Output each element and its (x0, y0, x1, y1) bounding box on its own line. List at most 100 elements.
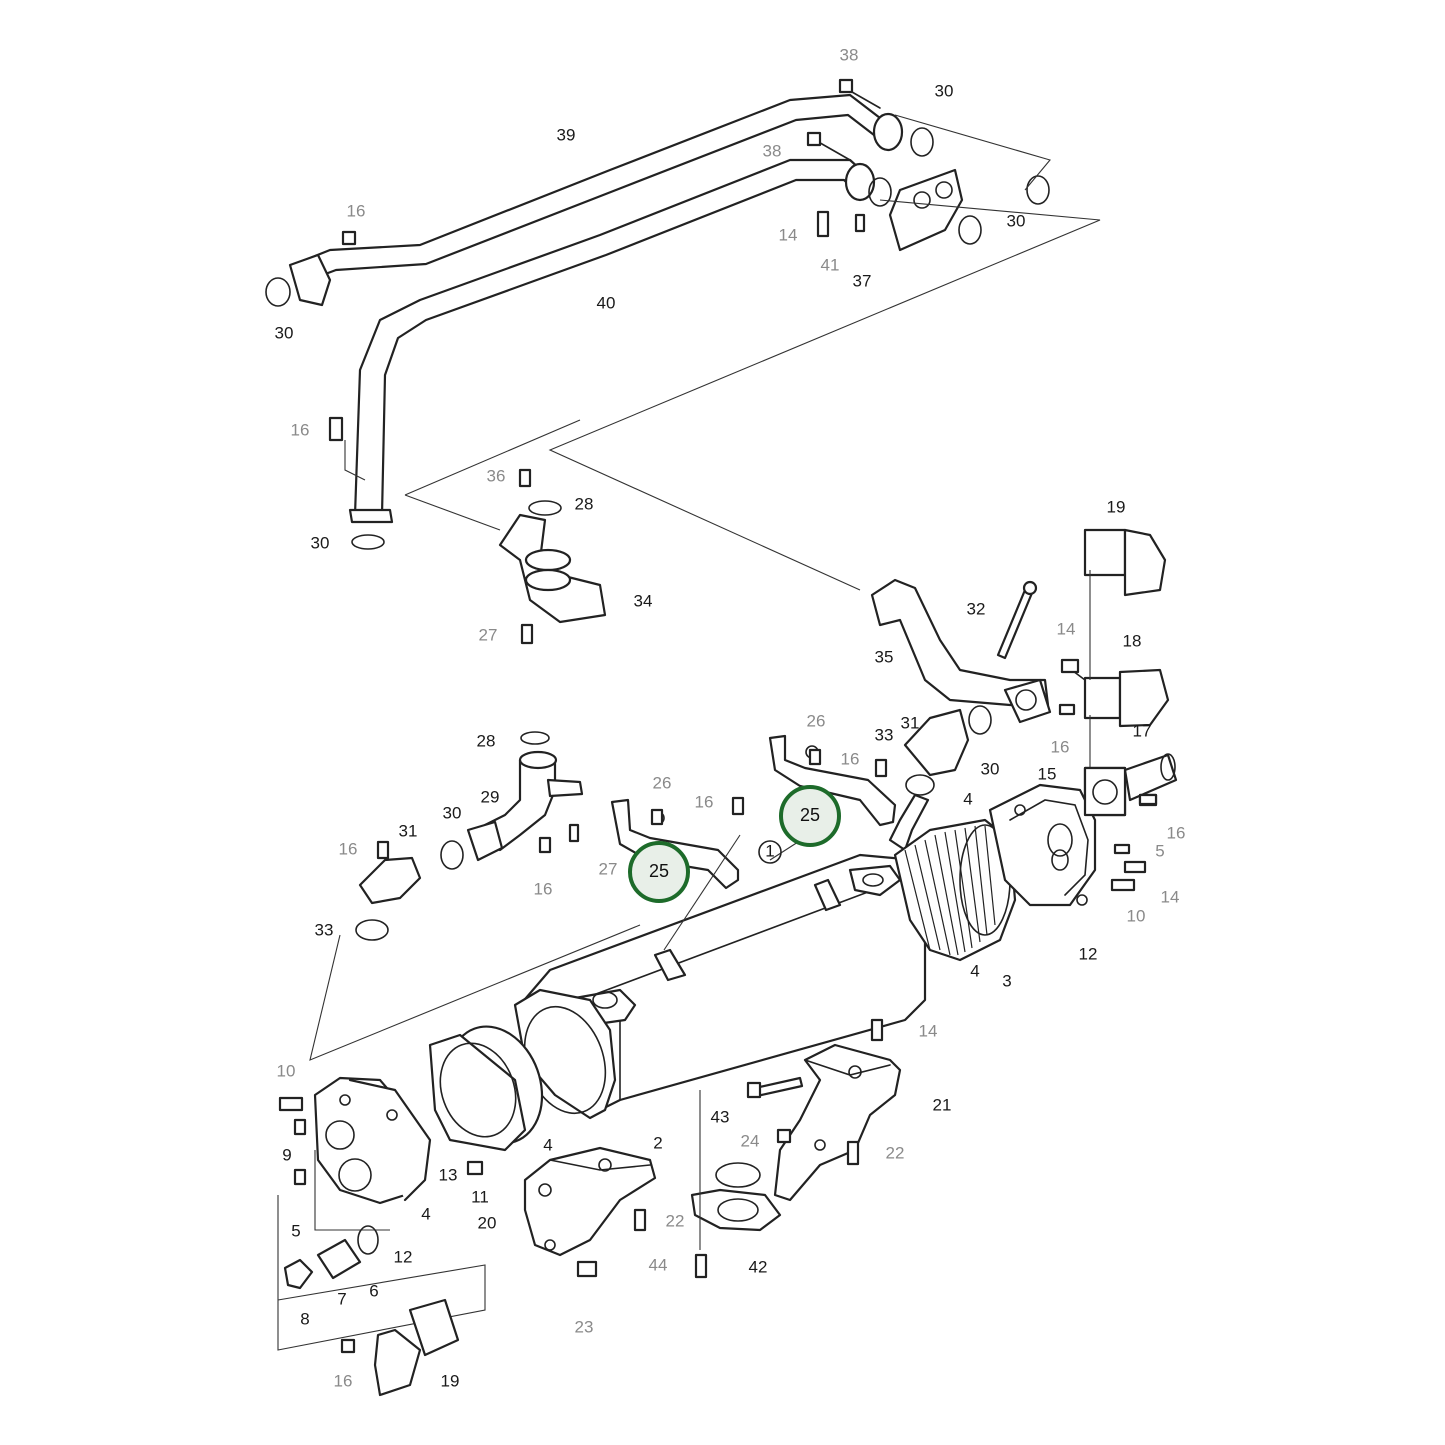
ring-13 (428, 1033, 527, 1152)
callout-label: 18 (1123, 631, 1142, 650)
callout-label: 4 (543, 1135, 552, 1154)
callout-label: 30 (1007, 211, 1026, 230)
flange-31-right (903, 708, 970, 796)
callout-label: 12 (394, 1247, 413, 1266)
callout-label: 40 (597, 293, 616, 312)
callout-label: 14 (1057, 619, 1076, 638)
callout-circle (758, 840, 782, 864)
sleeve-7 (316, 1238, 362, 1280)
callout-label: 15 (1038, 764, 1057, 783)
callout-label: 2 (653, 1133, 662, 1152)
callout-label: 16 (1051, 737, 1070, 756)
elbow-19-bottom (340, 1298, 460, 1397)
callout-label: 5 (1155, 841, 1164, 860)
callout-label: 23 (575, 1317, 594, 1336)
highlight-label: 25 (649, 861, 669, 881)
callout-label: 30 (935, 81, 954, 100)
callout-label: 10 (277, 1061, 296, 1080)
callout-label: 4 (963, 789, 972, 808)
callout-label: 35 (875, 647, 894, 666)
highlight-ring (779, 785, 841, 847)
support-21 (746, 1043, 902, 1202)
highlight-label: 25 (800, 805, 820, 825)
callout-label: 14 (919, 1021, 938, 1040)
callout-label: 20 (478, 1213, 497, 1232)
callout-label: 6 (369, 1281, 378, 1300)
highlight-ring (628, 841, 690, 903)
callout-label: 13 (439, 1165, 458, 1184)
cooler-body (518, 853, 927, 1112)
flange-40-bottom (348, 508, 394, 550)
callout-label: 32 (967, 599, 986, 618)
callout-label: 26 (653, 773, 672, 792)
callout-label: 16 (334, 1371, 353, 1390)
callout-label: 22 (886, 1143, 905, 1162)
pipe-40 (353, 158, 872, 517)
bolt-16-mid (538, 758, 888, 854)
callout-label: 19 (1107, 497, 1126, 516)
callout-label: 19 (441, 1371, 460, 1390)
tube-bundle (893, 818, 1017, 962)
callout-label: 29 (481, 787, 500, 806)
bolt-38-mid (806, 131, 851, 161)
bolt-14-top (816, 210, 830, 238)
callout-label: 38 (840, 45, 859, 64)
elbow-34 (498, 468, 607, 645)
callout-label: 7 (337, 1289, 346, 1308)
callout-label: 16 (1167, 823, 1186, 842)
callout-label: 16 (339, 839, 358, 858)
callout-label: 4 (970, 961, 979, 980)
bolt-26-right (808, 748, 822, 766)
callout-label: 30 (311, 533, 330, 552)
callout-label: 33 (315, 920, 334, 939)
callout-label: 30 (981, 759, 1000, 778)
callout-label: 14 (779, 225, 798, 244)
callout-label: 27 (479, 625, 498, 644)
bolt-32 (996, 580, 1038, 660)
bolt-41 (854, 213, 866, 233)
callout-layer: 3830393830144137164030163628303427193214… (275, 45, 1186, 1390)
callout-label: 28 (575, 494, 594, 513)
callout-label: 8 (300, 1309, 309, 1328)
callout-label: 31 (399, 821, 418, 840)
bolt-26-left (650, 808, 664, 826)
callout-label: 30 (443, 803, 462, 822)
ring-6 (357, 1225, 379, 1255)
callout-label: 27 (599, 859, 618, 878)
flange-15 (1083, 766, 1127, 817)
callout-label: 1 (765, 841, 774, 860)
callout-label: 24 (741, 1131, 760, 1150)
pipe-35 (870, 578, 1052, 735)
bolt-16-left (328, 416, 344, 442)
flange-pair-top (844, 112, 1050, 252)
callout-label: 26 (807, 711, 826, 730)
bolts-left (278, 1096, 484, 1186)
callout-label: 31 (901, 713, 920, 732)
bolt-44 (694, 1253, 708, 1279)
callout-label: 36 (487, 466, 506, 485)
callout-label: 10 (1127, 906, 1146, 925)
callout-label: 5 (291, 1221, 300, 1240)
callout-label: 28 (477, 731, 496, 750)
callout-label: 16 (534, 879, 553, 898)
bolt-38-top (838, 78, 881, 109)
callout-label: 4 (421, 1204, 430, 1223)
callout-label: 41 (821, 255, 840, 274)
callout-label: 34 (634, 591, 653, 610)
elbow-19-top (1083, 528, 1167, 597)
bolt-14-bottom (870, 1018, 884, 1042)
flange-31-left (355, 840, 464, 941)
callout-label: 16 (695, 792, 714, 811)
callout-label: 3 (1002, 971, 1011, 990)
callout-label: 38 (763, 141, 782, 160)
end-cover-12-right (988, 783, 1097, 907)
callout-label: 16 (347, 201, 366, 220)
callout-label: 30 (275, 323, 294, 342)
elbow-29 (466, 731, 584, 862)
elbow-18 (1064, 664, 1170, 728)
callout-label: 16 (291, 420, 310, 439)
callout-label: 11 (471, 1187, 489, 1206)
callout-label: 37 (853, 271, 872, 290)
callout-label: 39 (557, 125, 576, 144)
